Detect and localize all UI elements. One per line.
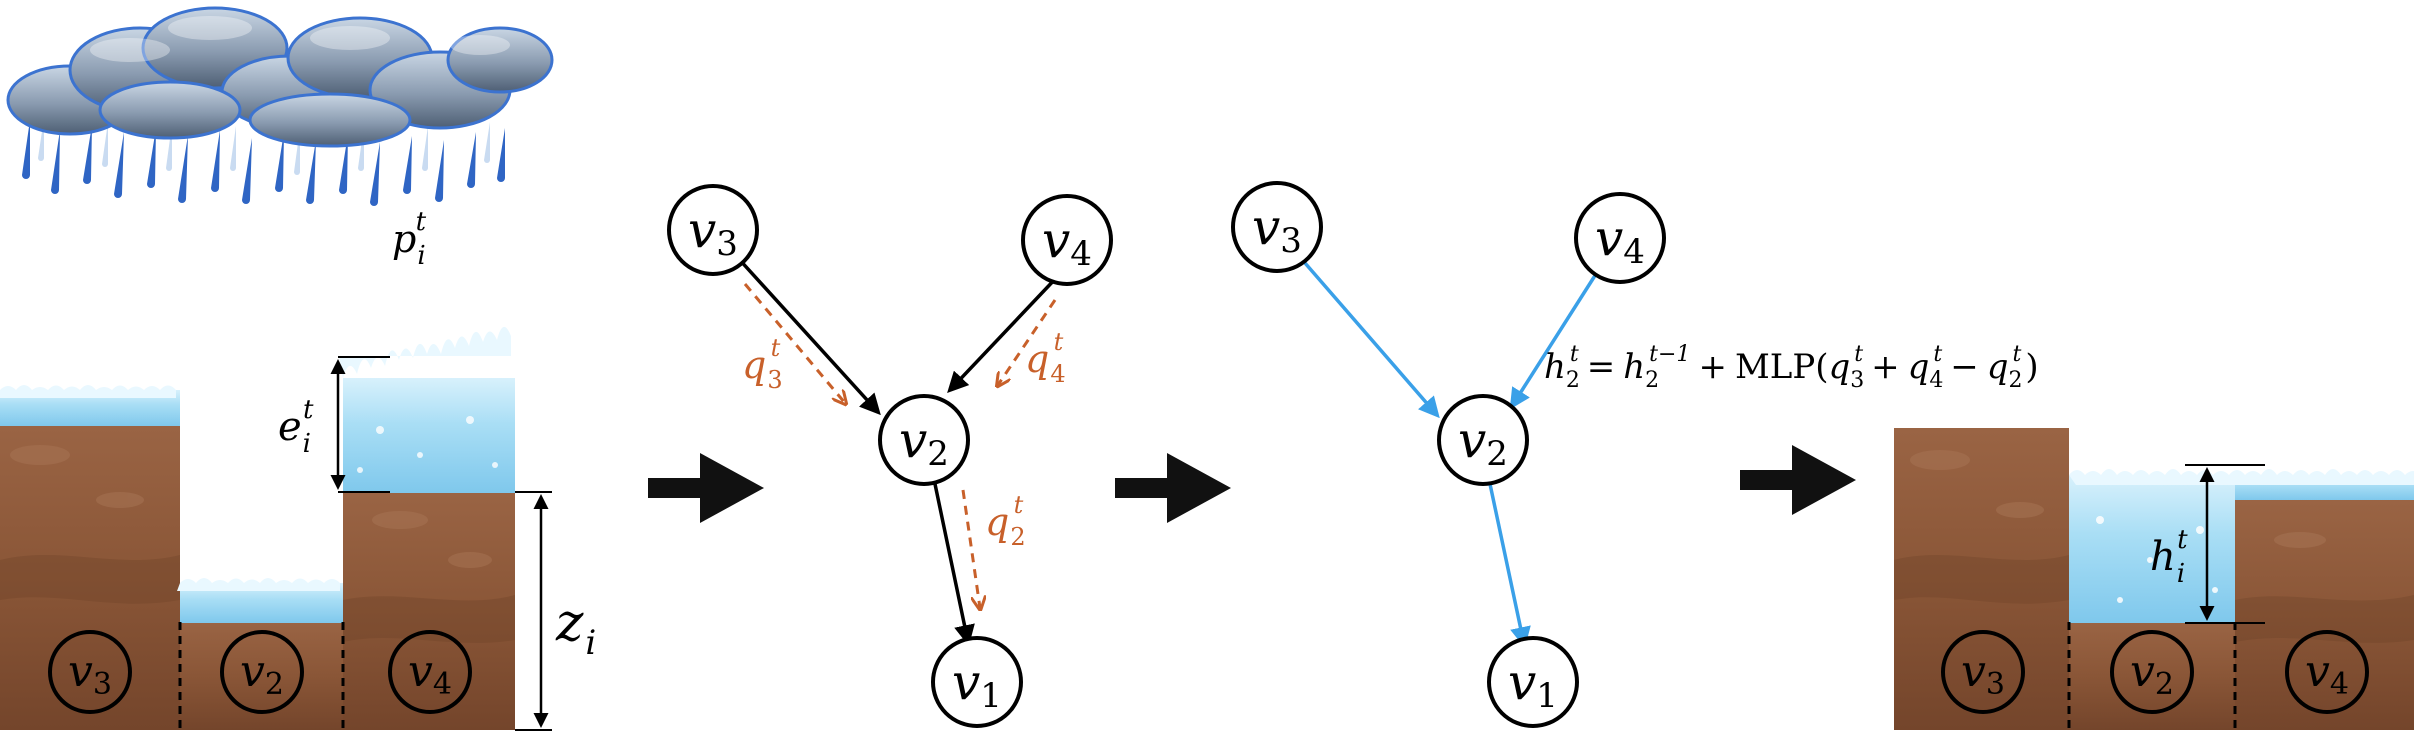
panel-flow-graph: q3t q4t q2t v3 v4 v2 v1 [667, 184, 1113, 728]
terrain-cross-section [1894, 428, 2414, 730]
water-depth-dimension [330, 356, 390, 493]
svg-text:v4: v4 [2305, 646, 2349, 702]
svg-text:v4: v4 [408, 646, 452, 702]
svg-text:v4: v4 [1595, 209, 1645, 272]
water-depth-label: eit [278, 395, 314, 459]
rain-label: pit [392, 207, 427, 271]
svg-text:v3: v3 [1961, 646, 2005, 702]
flow-label-q3: q3t [742, 334, 783, 394]
edge-v4-v2-update [1509, 273, 1598, 410]
svg-text:v3: v3 [68, 646, 112, 702]
terrain-height-dimension [515, 491, 552, 731]
edge-v4-v2 [947, 274, 1060, 394]
svg-text:v2: v2 [1458, 411, 1508, 474]
edge-v3-v2-update [1303, 261, 1440, 419]
graph-node-v2: v2 [1437, 394, 1529, 486]
cell-node-v3: v3 [1941, 630, 2025, 714]
panel-terrain-output: v3 v2 v4 hit [1894, 428, 2414, 730]
step-arrow-icon [1740, 445, 1856, 515]
water-depth-label: hit [2150, 525, 2188, 589]
panel-terrain-input: pit [0, 6, 596, 731]
graph-node-v1: v1 [1487, 636, 1579, 728]
svg-text:v4: v4 [1042, 211, 1092, 274]
edge-v3-v2 [736, 256, 881, 416]
step-arrow-icon [648, 453, 764, 523]
water-layer [0, 326, 515, 623]
cell-node-v4: v4 [388, 630, 472, 714]
svg-text:v3: v3 [688, 201, 738, 264]
rain-cloud-icon [6, 6, 554, 206]
svg-text:v2: v2 [240, 646, 284, 702]
graph-node-v2: v2 [878, 394, 970, 486]
graph-node-v3: v3 [1231, 181, 1323, 273]
svg-text:v1: v1 [1508, 653, 1558, 716]
cell-node-v2: v2 [220, 630, 304, 714]
cell-node-v3: v3 [48, 630, 132, 714]
flow-label-q4: q4t [1025, 328, 1066, 388]
svg-text:v1: v1 [952, 653, 1002, 716]
cell-node-v2: v2 [2110, 630, 2194, 714]
flow-arrow-q3 [743, 283, 845, 403]
graph-node-v4: v4 [1574, 192, 1666, 284]
graph-node-v4: v4 [1021, 194, 1113, 286]
svg-text:v3: v3 [1252, 198, 1302, 261]
edge-v2-v1 [933, 483, 975, 647]
graph-node-v1: v1 [931, 636, 1023, 728]
water-depth-dimension [2185, 464, 2265, 624]
edge-v2-v1-update [1488, 483, 1531, 649]
panel-update-graph: v3 v4 v2 v1 h2t=h2t−1+MLP(q3t+q4t−q2t) [1231, 181, 2039, 728]
flow-label-q2: q2t [985, 491, 1026, 551]
update-equation: h2t=h2t−1+MLP(q3t+q4t−q2t) [1544, 342, 2039, 393]
svg-text:v2: v2 [899, 411, 949, 474]
terrain-height-label: zi [555, 593, 596, 663]
step-arrow-icon [1115, 453, 1231, 523]
terrain-cross-section [0, 326, 515, 730]
flow-arrow-q2 [961, 489, 980, 608]
flow-arrow-q4 [998, 299, 1057, 385]
cell-node-v4: v4 [2285, 630, 2369, 714]
graph-node-v3: v3 [667, 184, 759, 276]
svg-text:v2: v2 [2130, 646, 2174, 702]
